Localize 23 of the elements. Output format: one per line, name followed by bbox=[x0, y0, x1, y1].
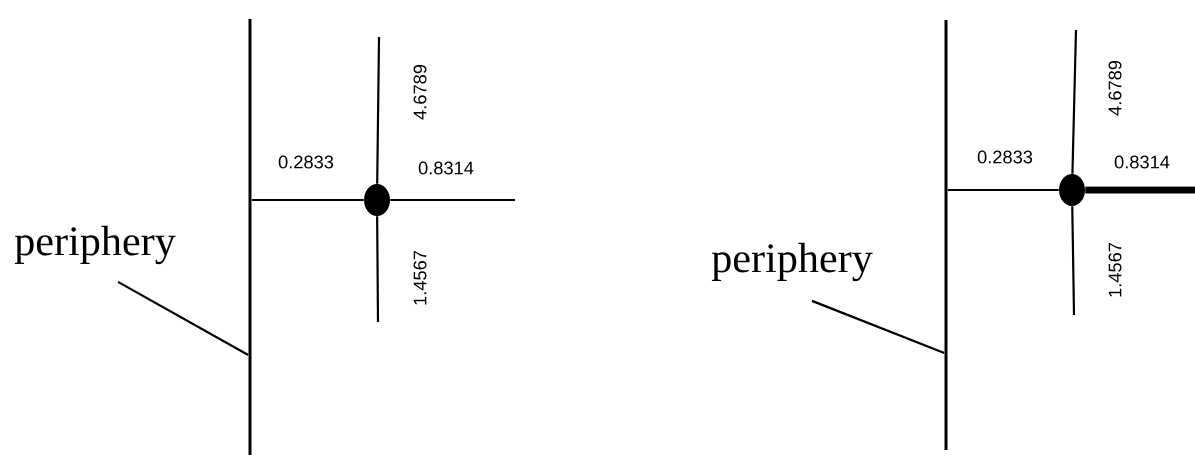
branch-line bbox=[1071, 29, 1078, 174]
leader-line bbox=[811, 299, 945, 355]
branch-line bbox=[251, 198, 364, 202]
junction-dot bbox=[364, 184, 390, 216]
branch-line bbox=[947, 188, 1059, 192]
junction-dot bbox=[1059, 174, 1085, 206]
branch-line bbox=[390, 198, 515, 202]
branch-line bbox=[1071, 206, 1076, 316]
edge-label: 0.2833 bbox=[975, 149, 1035, 165]
branch-line bbox=[376, 216, 380, 323]
edge-label: 4.6789 bbox=[412, 62, 428, 122]
periphery-label: periphery bbox=[711, 242, 873, 282]
edge-label: 0.2833 bbox=[276, 154, 336, 170]
edge-label: 1.4567 bbox=[412, 248, 428, 308]
periphery-line bbox=[248, 19, 252, 455]
edge-label: 0.8314 bbox=[1112, 154, 1172, 170]
periphery-line bbox=[944, 20, 948, 450]
edge-label: 0.8314 bbox=[416, 160, 476, 176]
leader-line bbox=[117, 280, 249, 356]
edge-label: 4.6789 bbox=[1107, 58, 1123, 118]
periphery-label: periphery bbox=[14, 225, 176, 265]
edge-label: 1.4567 bbox=[1107, 240, 1123, 300]
branch-line bbox=[376, 37, 381, 184]
